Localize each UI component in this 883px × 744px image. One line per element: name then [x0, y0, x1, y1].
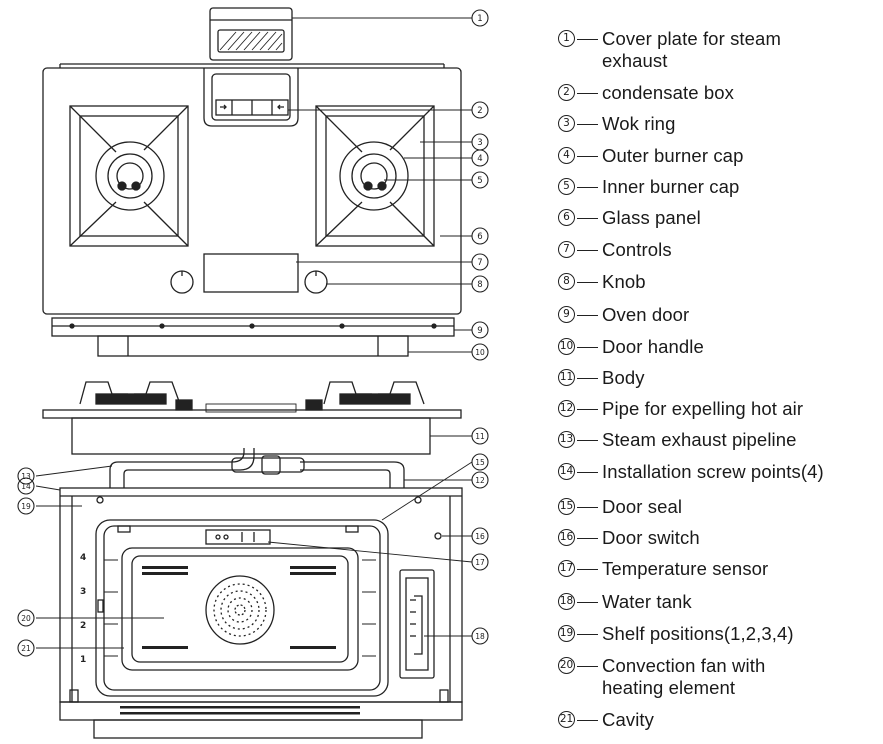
marker-16: 16 — [475, 532, 485, 541]
legend-label-8: Knob — [602, 271, 646, 292]
marker-13: 13 — [21, 472, 31, 481]
shelf-number-3: 3 — [80, 587, 86, 597]
marker-2: 2 — [477, 106, 482, 116]
legend-label-2: condensate box — [602, 82, 735, 103]
glass-top-edge — [42, 409, 462, 419]
exhaust-pipes — [109, 448, 405, 488]
marker-3: 3 — [477, 138, 482, 148]
legend-label-3: Wok ring — [602, 113, 676, 134]
steam-cover-plate — [209, 7, 293, 61]
marker-9: 9 — [477, 326, 482, 336]
callout-leaders — [35, 17, 473, 649]
door-switch — [434, 532, 442, 540]
right-burner — [315, 105, 435, 247]
legend-label-12: Pipe for expelling hot air — [602, 398, 804, 419]
appliance-diagram: 4 3 2 1 — [17, 7, 489, 739]
legend-label-6: Glass panel — [602, 207, 701, 228]
marker-1: 1 — [477, 14, 482, 24]
controls-panel — [203, 253, 299, 293]
legend-label-21: Cavity — [602, 709, 654, 730]
door-handle — [97, 335, 409, 357]
marker-11: 11 — [475, 432, 485, 441]
marker-5: 5 — [477, 176, 482, 186]
legend-label-16: Door switch — [602, 527, 700, 548]
shelf-runners — [104, 559, 376, 657]
legend-item-1: 1 Cover plate for steam exhaust — [558, 28, 832, 72]
legend-label-14: Installation screw points(4) — [602, 461, 824, 482]
marker-15: 15 — [475, 458, 485, 467]
body-box — [71, 417, 431, 455]
legend-label-5: Inner burner cap — [602, 176, 740, 197]
legend-label-15: Door seal — [602, 496, 683, 517]
marker-8: 8 — [477, 280, 482, 290]
legend-label-17: Temperature sensor — [602, 558, 769, 579]
cavity — [121, 547, 359, 671]
marker-7: 7 — [477, 258, 482, 268]
legend-label-1: Cover plate for steam exhaust — [602, 28, 781, 71]
marker-19: 19 — [21, 502, 31, 511]
legend-label-11: Body — [602, 367, 645, 388]
left-burner — [69, 105, 189, 247]
temperature-sensor — [205, 529, 271, 545]
marker-6: 6 — [477, 232, 482, 242]
callout-numbers: 1 2 3 4 5 6 7 8 9 10 11 12 13 14 15 16 1… — [21, 14, 485, 653]
legend-label-13: Steam exhaust pipeline — [602, 429, 797, 450]
marker-14: 14 — [21, 482, 31, 491]
oven-front-view: 4 3 2 1 — [59, 487, 463, 739]
callout-markers — [17, 9, 489, 657]
legend-label-19: Shelf positions(1,2,3,4) — [602, 623, 794, 644]
glass-panel-outline — [42, 67, 462, 315]
hob-side-view — [42, 381, 462, 488]
marker-17: 17 — [475, 558, 485, 567]
marker-20: 20 — [21, 614, 31, 623]
oven-door-strip — [51, 317, 455, 337]
marker-4: 4 — [477, 154, 482, 164]
door-seal — [95, 519, 389, 697]
marker-18: 18 — [475, 632, 485, 641]
marker-21: 21 — [21, 644, 31, 653]
legend-label-7: Controls — [602, 239, 672, 260]
convection-fan — [205, 575, 275, 645]
water-tank — [399, 569, 435, 679]
marker-12: 12 — [475, 476, 485, 485]
legend-label-18: Water tank — [602, 591, 692, 612]
legend-label-9: Oven door — [602, 304, 690, 325]
legend-label-10: Door handle — [602, 336, 704, 357]
legend-label-4: Outer burner cap — [602, 145, 744, 166]
shelf-number-4: 4 — [80, 553, 86, 563]
marker-10: 10 — [475, 348, 485, 357]
legend-label-20: Convection fan with heating element — [602, 655, 766, 698]
shelf-number-2: 2 — [80, 621, 86, 631]
hob-top-view — [42, 7, 462, 357]
condensate-box — [203, 68, 299, 127]
legend-num-1: 1 — [558, 30, 575, 47]
shelf-number-1: 1 — [80, 655, 86, 665]
